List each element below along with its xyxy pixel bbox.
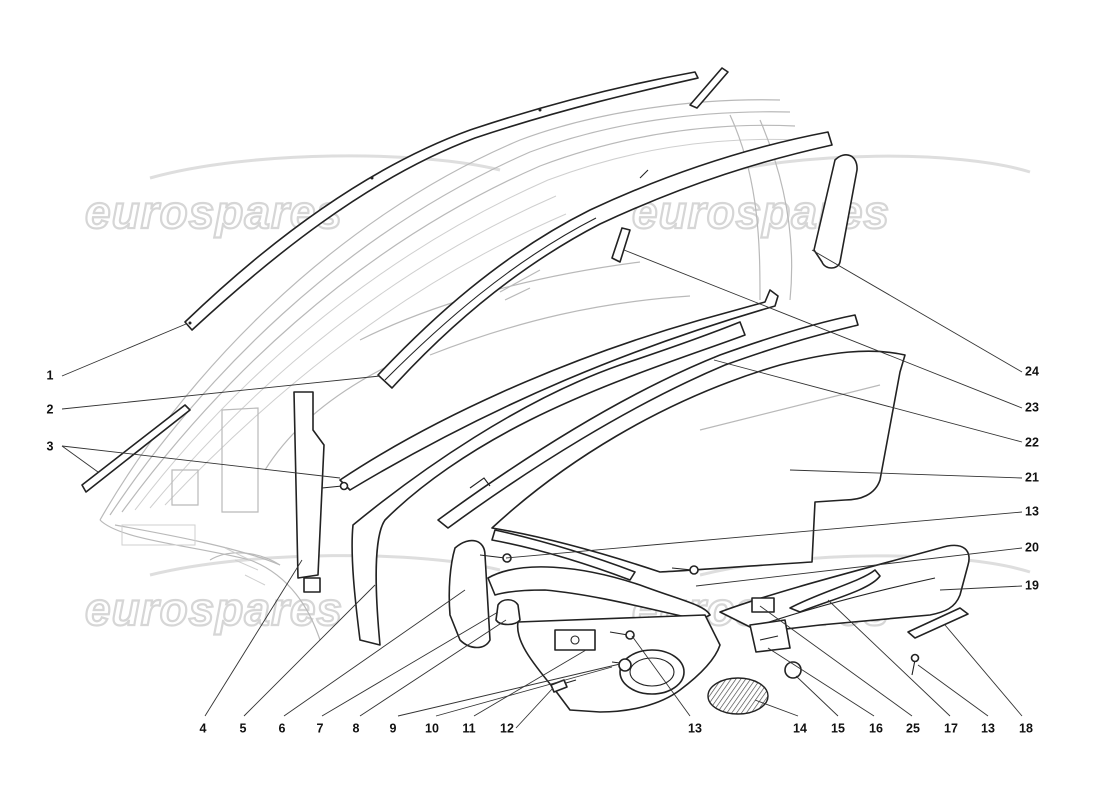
callout-13-trim: 13 bbox=[981, 721, 995, 735]
callout-24: 24 bbox=[1025, 364, 1039, 378]
screw-13-mid bbox=[609, 630, 635, 640]
door-glass bbox=[491, 350, 906, 573]
screw-pillar bbox=[321, 481, 349, 491]
car-body-outline bbox=[99, 99, 801, 641]
screw-13-lower bbox=[910, 653, 920, 676]
callout-2: 2 bbox=[47, 402, 54, 416]
callout-19: 19 bbox=[1025, 578, 1039, 592]
leader-lines bbox=[61, 249, 1023, 729]
switch-block bbox=[749, 619, 791, 653]
callout-labels: 1 2 3 4 5 6 7 8 9 10 11 12 13 14 15 16 2… bbox=[47, 364, 1039, 735]
trim-cover bbox=[907, 607, 969, 639]
watermark-top-left: eurospares bbox=[85, 186, 343, 238]
pillar-bracket bbox=[293, 391, 325, 593]
callout-23: 23 bbox=[1025, 400, 1039, 414]
callout-4: 4 bbox=[200, 721, 207, 735]
callout-16: 16 bbox=[869, 721, 883, 735]
callout-12: 12 bbox=[500, 721, 514, 735]
lower-seal-left bbox=[81, 404, 191, 493]
screw-13-right bbox=[671, 565, 699, 575]
window-frame-seal bbox=[377, 131, 833, 389]
callout-13-speaker: 13 bbox=[688, 721, 702, 735]
pillar-seal bbox=[813, 154, 858, 269]
callout-6: 6 bbox=[279, 721, 286, 735]
callout-20: 20 bbox=[1025, 540, 1039, 554]
roof-seal-strip bbox=[184, 71, 699, 331]
screw-9 bbox=[611, 658, 632, 672]
callout-1: 1 bbox=[47, 368, 54, 382]
lower-seal-right bbox=[339, 289, 779, 491]
inner-door-panel bbox=[351, 321, 746, 646]
door-lock bbox=[495, 598, 521, 626]
callout-25: 25 bbox=[906, 721, 920, 735]
callout-10: 10 bbox=[425, 721, 439, 735]
callout-18: 18 bbox=[1019, 721, 1033, 735]
callout-13-upper: 13 bbox=[1025, 504, 1039, 518]
callout-3: 3 bbox=[47, 439, 54, 453]
pull-handle bbox=[751, 569, 881, 613]
callout-22: 22 bbox=[1025, 435, 1039, 449]
callout-5: 5 bbox=[240, 721, 247, 735]
callout-8: 8 bbox=[353, 721, 360, 735]
callout-21: 21 bbox=[1025, 470, 1039, 484]
handle-plate bbox=[448, 539, 491, 649]
callout-14: 14 bbox=[793, 721, 807, 735]
callout-7: 7 bbox=[317, 721, 324, 735]
upper-trim-strip bbox=[689, 67, 729, 109]
watermark-bottom-left: eurospares bbox=[85, 583, 343, 635]
callout-17: 17 bbox=[944, 721, 958, 735]
callout-15: 15 bbox=[831, 721, 845, 735]
door-seal-strip bbox=[437, 314, 859, 529]
small-clip bbox=[611, 227, 631, 263]
speaker-grille bbox=[707, 677, 769, 715]
grommet bbox=[784, 661, 802, 679]
callout-11: 11 bbox=[462, 721, 475, 735]
callout-9: 9 bbox=[390, 721, 397, 735]
